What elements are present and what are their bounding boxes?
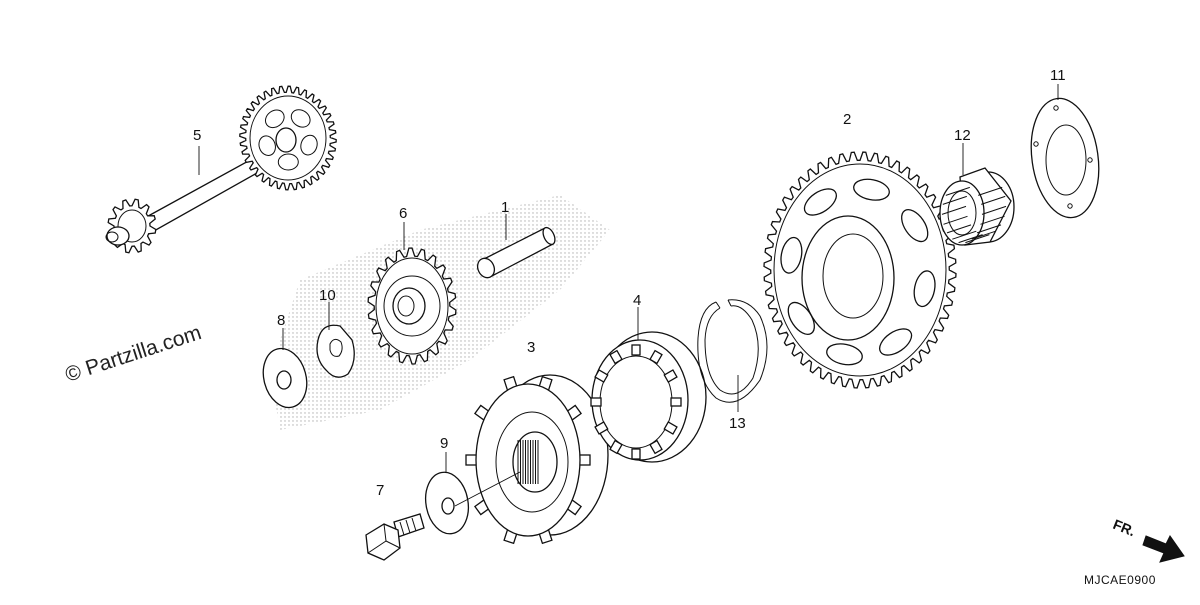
leader-lines — [198, 84, 1059, 507]
callout-5: 5 — [193, 127, 201, 144]
callout-13: 13 — [729, 415, 746, 432]
part-5-shaft-gear[interactable] — [105, 85, 337, 254]
callout-10: 10 — [319, 287, 336, 304]
part-10-plate[interactable] — [316, 324, 355, 378]
watermark: © Partzilla.com — [62, 321, 204, 387]
front-direction-indicator: FR. — [1111, 516, 1185, 563]
front-marker-label: FR. — [1111, 516, 1138, 539]
part-3-clutch-outer[interactable] — [465, 374, 609, 545]
callout-12: 12 — [954, 127, 971, 144]
callout-8: 8 — [277, 312, 285, 329]
callout-7: 7 — [376, 482, 384, 499]
part-2-driven-gear[interactable] — [763, 151, 957, 389]
callout-4: 4 — [633, 292, 641, 309]
callout-3: 3 — [527, 339, 535, 356]
part-4-one-way-clutch[interactable] — [590, 331, 707, 463]
part-1-pin[interactable] — [475, 226, 558, 281]
callout-9: 9 — [440, 435, 448, 452]
diagram-code: MJCAE0900 — [1084, 573, 1156, 587]
part-9-washer[interactable] — [421, 469, 473, 537]
part-12-needle-bearing[interactable] — [939, 167, 1015, 246]
part-11-washer[interactable] — [1024, 94, 1106, 222]
arrow-right-icon — [1142, 535, 1185, 563]
callout-1: 1 — [501, 199, 509, 216]
part-13-snap-ring[interactable] — [697, 299, 768, 403]
part-7-bolt[interactable] — [365, 513, 425, 561]
callout-11: 11 — [1050, 67, 1066, 84]
callout-6: 6 — [399, 205, 407, 222]
part-8-washer[interactable] — [257, 344, 313, 413]
callout-2: 2 — [843, 111, 851, 128]
part-6-gear[interactable] — [367, 247, 457, 365]
